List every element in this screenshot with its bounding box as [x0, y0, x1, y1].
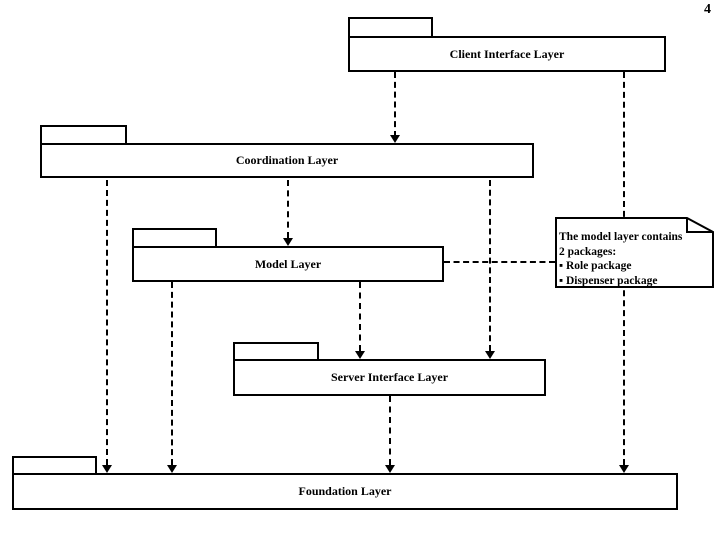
note-line: The model layer contains — [559, 231, 683, 243]
arrowhead-model-to-server — [355, 351, 365, 359]
package-label: Coordination Layer — [235, 153, 339, 167]
package-label: Model Layer — [254, 256, 322, 271]
dependency-model-to-server — [359, 282, 361, 351]
note-line: ▪ Role package — [559, 260, 632, 272]
uml-note[interactable]: The model layer contains 2 packages: ▪ R… — [555, 217, 714, 288]
note-anchor-line — [444, 261, 555, 263]
package-label: Server Interface Layer — [330, 370, 449, 384]
note-outline — [555, 217, 714, 288]
package-body: Foundation Layer — [12, 473, 678, 510]
package-tab — [348, 17, 433, 38]
dependency-model-to-foundation — [171, 282, 173, 465]
dependency-coordination-to-model — [287, 180, 289, 238]
note-shape — [555, 217, 714, 288]
package-tab — [132, 228, 217, 248]
package-tab — [40, 125, 127, 145]
dependency-client-to-coordination — [394, 72, 396, 137]
dependency-coordination-to-server — [489, 180, 491, 351]
arrowhead-model-to-foundation — [167, 465, 177, 473]
arrowhead-server-to-foundation — [385, 465, 395, 473]
arrowhead-client-to-coordination — [390, 135, 400, 143]
note-line: 2 packages: — [559, 245, 617, 258]
package-body: Client Interface Layer — [348, 36, 666, 72]
arrowhead-coordination-to-model — [283, 238, 293, 246]
package-body: Server Interface Layer — [233, 359, 546, 396]
arrowhead-coordination-to-server — [485, 351, 495, 359]
note-line: ▪ Dispenser package — [559, 274, 658, 287]
dependency-server-to-foundation — [389, 396, 391, 465]
arrowhead-coordination-to-foundation — [102, 465, 112, 473]
note-text: The model layer contains 2 packages: ▪ R… — [559, 230, 709, 288]
package-label: Client Interface Layer — [449, 46, 565, 61]
package-label: Foundation Layer — [298, 484, 392, 498]
page-number: 4 — [704, 2, 711, 17]
note-fold-corner-icon — [686, 218, 713, 233]
package-body: Model Layer — [132, 246, 444, 282]
dependency-coordination-to-foundation — [106, 180, 108, 465]
package-body: Coordination Layer — [40, 143, 534, 178]
arrowhead-client-to-foundation — [619, 465, 629, 473]
